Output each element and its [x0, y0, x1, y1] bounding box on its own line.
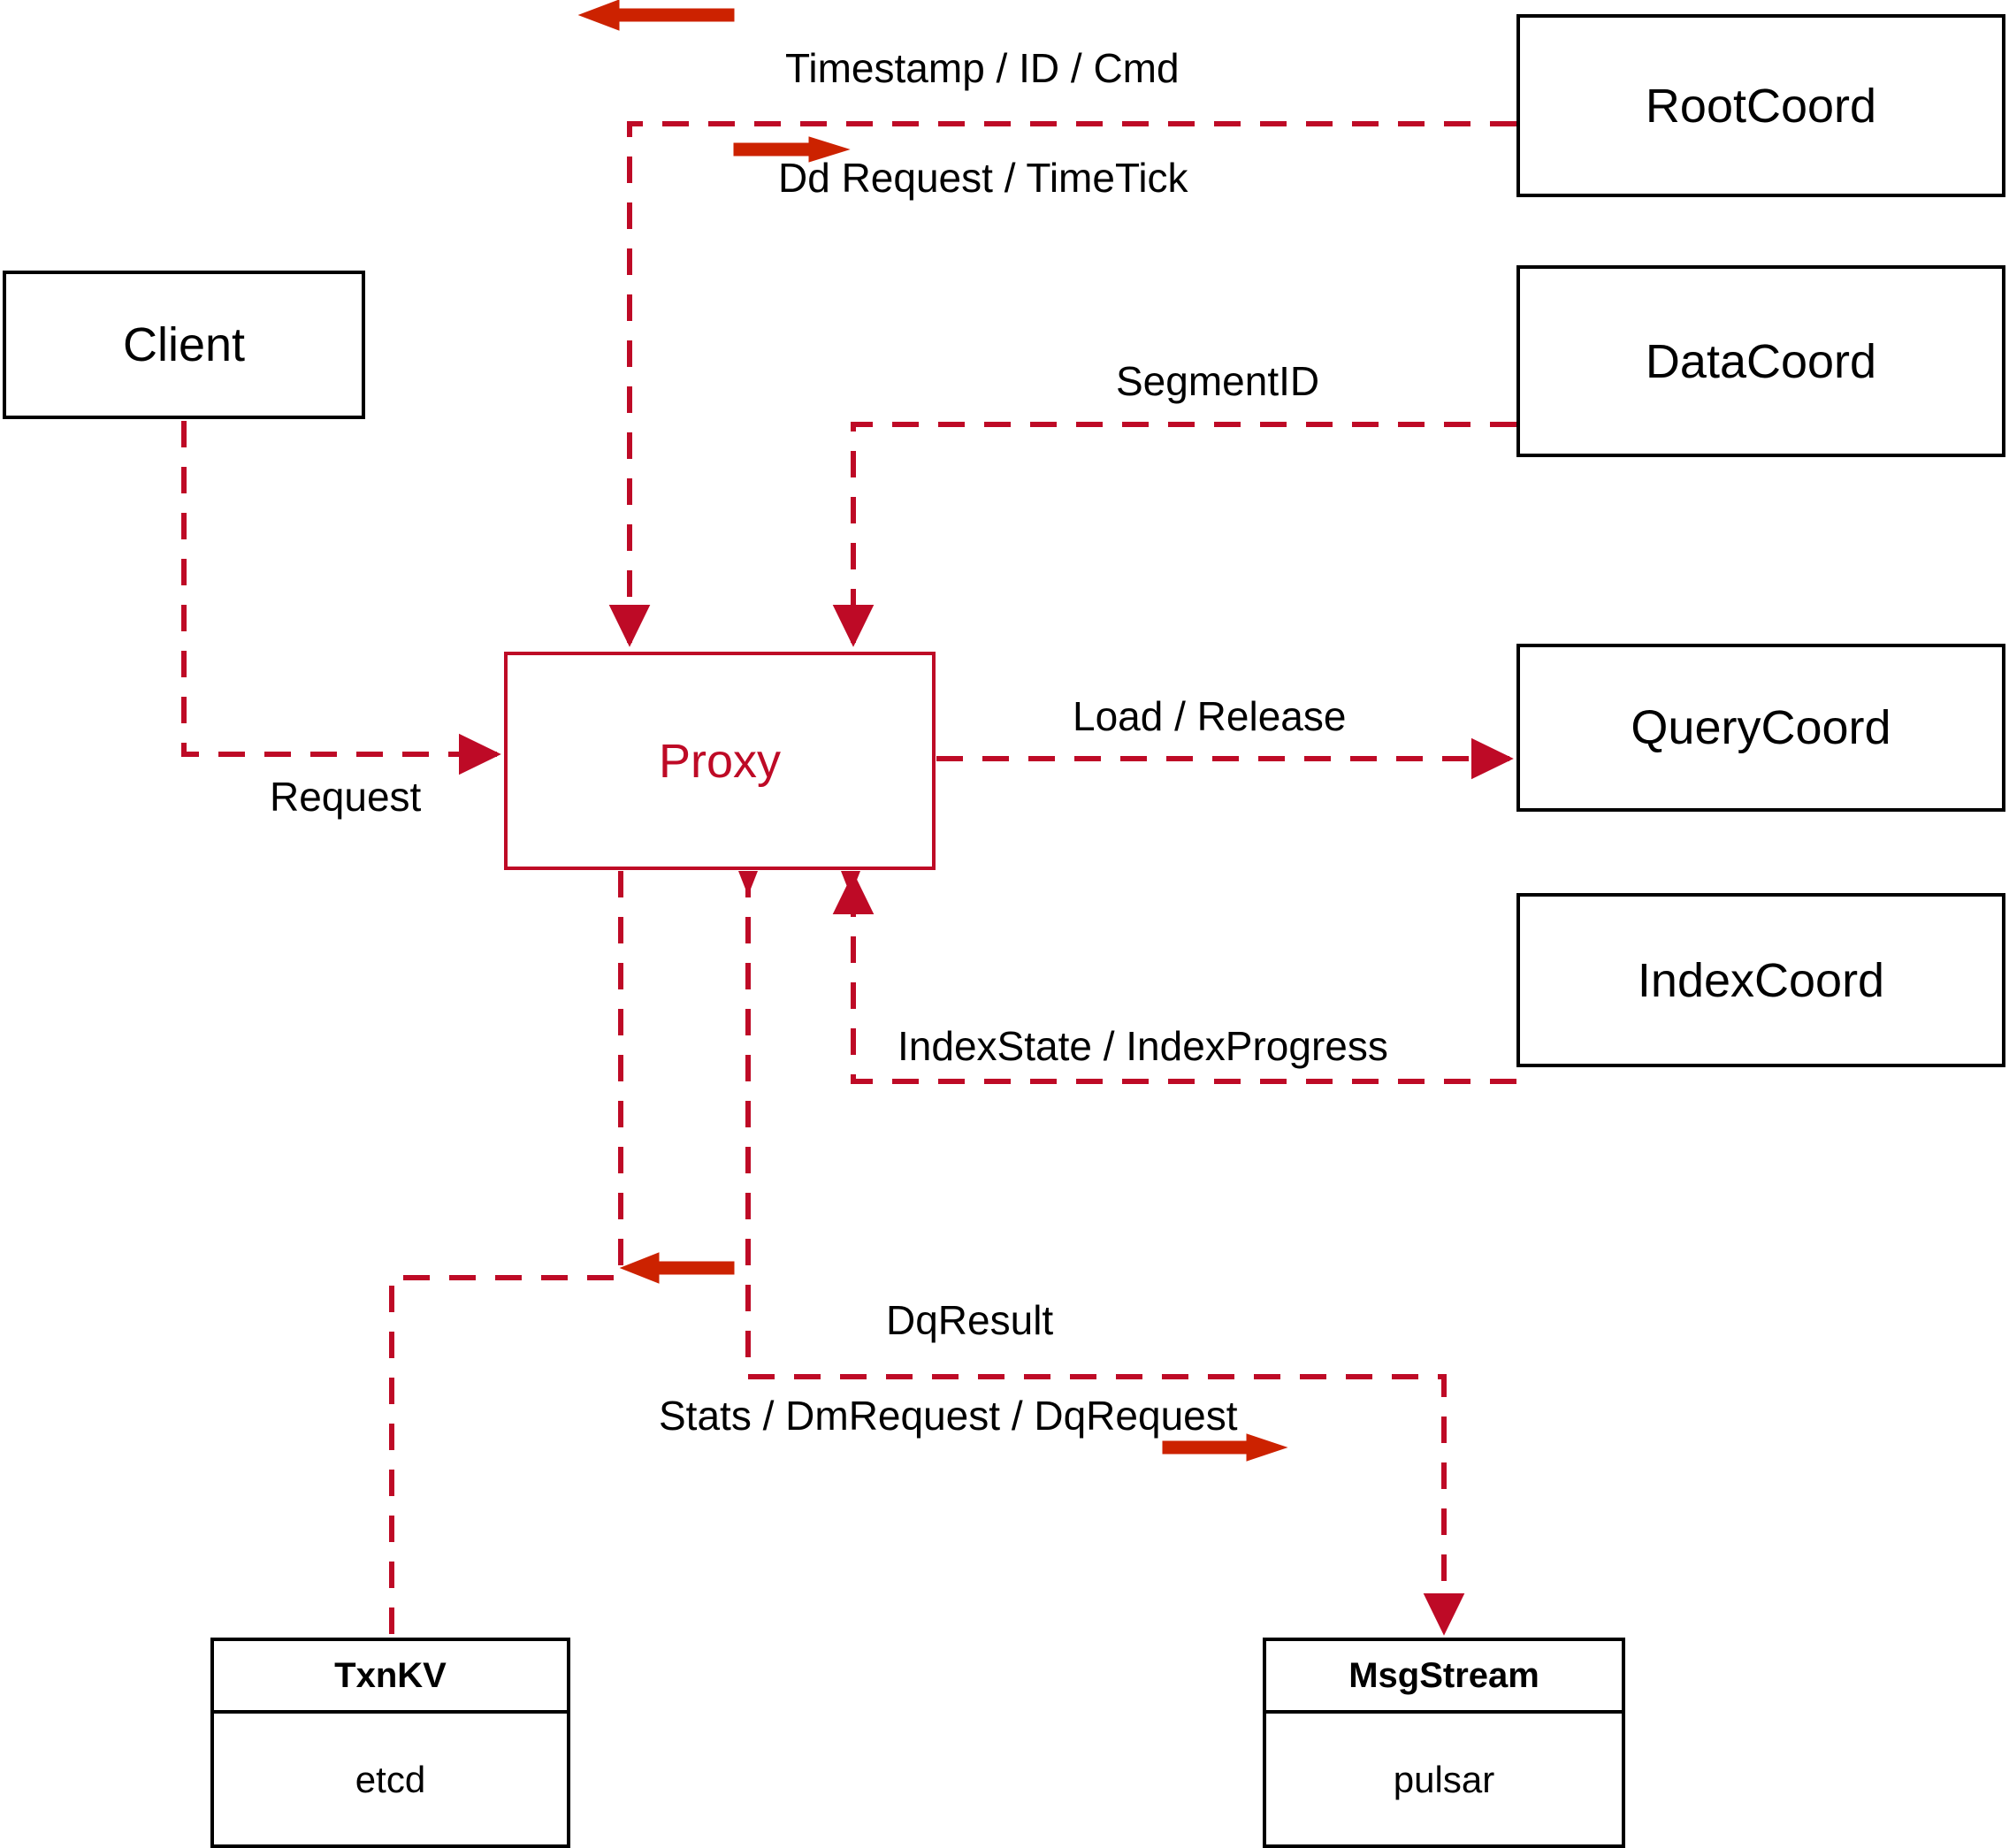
edge-label-load-release: Load / Release	[1073, 693, 1347, 739]
node-txnkv-title: TxnKV	[214, 1641, 567, 1714]
node-indexcoord-label: IndexCoord	[1637, 953, 1885, 1007]
edge-label-request: Request	[270, 774, 422, 820]
edge-label-timestamp-id-cmd: Timestamp / ID / Cmd	[785, 45, 1180, 91]
edge-label-stats-dm-dq-request: Stats / DmRequest / DqRequest	[659, 1393, 1238, 1439]
node-querycoord[interactable]: QueryCoord	[1516, 644, 2005, 812]
proxy-bottom-arrowheads	[738, 871, 860, 896]
wire-proxy-to-txnkv	[389, 871, 623, 1636]
edge-label-dd-request-timetick: Dd Request / TimeTick	[778, 155, 1188, 201]
wire-client-to-proxy	[181, 421, 501, 775]
edge-label-segment-id: SegmentID	[1116, 358, 1320, 404]
wire-proxy-to-msgstream	[745, 871, 1465, 1636]
direction-indicators	[577, 0, 1288, 1462]
wire-indexcoord-to-proxy	[832, 872, 1516, 1084]
direction-arrow-right-bottom	[1162, 1433, 1288, 1462]
node-msgstream-impl: pulsar	[1393, 1759, 1495, 1800]
direction-arrow-right-top	[733, 136, 851, 163]
edge-label-index-state-progress: IndexState / IndexProgress	[898, 1023, 1388, 1069]
node-msgstream[interactable]: MsgStream pulsar	[1263, 1638, 1625, 1848]
node-rootcoord-label: RootCoord	[1645, 79, 1877, 133]
direction-arrow-left-top	[577, 0, 735, 31]
node-txnkv[interactable]: TxnKV etcd	[210, 1638, 570, 1848]
node-proxy[interactable]: Proxy	[504, 652, 936, 870]
edge-label-dq-result: DqResult	[886, 1297, 1054, 1343]
node-datacoord[interactable]: DataCoord	[1516, 265, 2005, 457]
wire-datacoord-to-proxy	[832, 422, 1516, 647]
node-querycoord-label: QueryCoord	[1631, 701, 1891, 754]
node-msgstream-title: MsgStream	[1266, 1641, 1622, 1714]
node-txnkv-impl: etcd	[355, 1759, 426, 1800]
wire-rootcoord-to-proxy	[608, 121, 1516, 647]
node-client[interactable]: Client	[3, 271, 365, 419]
node-indexcoord[interactable]: IndexCoord	[1516, 893, 2005, 1067]
node-rootcoord[interactable]: RootCoord	[1516, 14, 2005, 197]
direction-arrow-left-bottom	[619, 1252, 735, 1284]
node-datacoord-label: DataCoord	[1645, 334, 1877, 388]
node-proxy-label: Proxy	[658, 734, 782, 788]
node-client-label: Client	[122, 318, 246, 371]
